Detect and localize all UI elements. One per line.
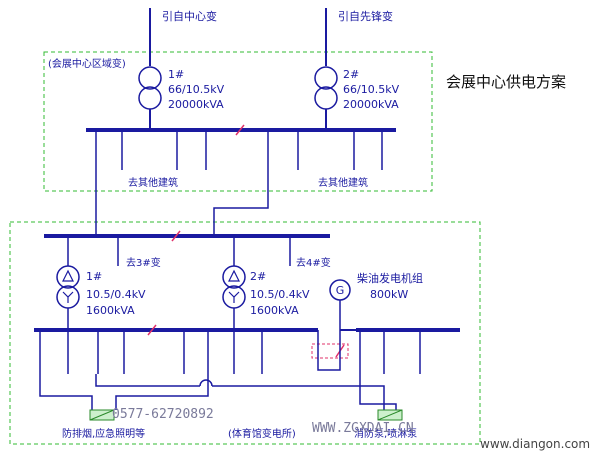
emergency-feed-3 bbox=[212, 385, 385, 410]
load-box-2 bbox=[377, 409, 403, 421]
upper-feeder-label-2: 去其他建筑 bbox=[318, 176, 368, 189]
lower-zone-box bbox=[9, 221, 481, 445]
lower-transformer-2 bbox=[222, 236, 246, 330]
upper-t2-id: 2# bbox=[343, 68, 359, 81]
line-crossover bbox=[199, 379, 213, 387]
lower-transformer-1 bbox=[56, 236, 80, 330]
upper-feeder-lines bbox=[121, 130, 383, 170]
upper-t2-ratio: 66/10.5kV bbox=[343, 83, 400, 96]
watermark-phone: 0577-62720892 bbox=[112, 407, 214, 422]
upper-transformer-1 bbox=[138, 66, 162, 130]
generator-letter: G bbox=[336, 284, 345, 297]
upper-feeder-label-1: 去其他建筑 bbox=[128, 176, 178, 189]
emergency-feed-1 bbox=[39, 330, 93, 410]
lower-t2-id: 2# bbox=[250, 270, 266, 283]
source-label-2: 引自先锋变 bbox=[338, 9, 393, 23]
lower-bus-tie-breaker bbox=[147, 324, 157, 336]
mid-feeder-label-1: 去3#变 bbox=[126, 256, 161, 269]
lower-t2-ratio: 10.5/0.4kV bbox=[250, 288, 310, 301]
upper-t1-id: 1# bbox=[168, 68, 184, 81]
watermark-url: www.diangon.com bbox=[480, 437, 590, 451]
emergency-feed-5 bbox=[359, 330, 397, 410]
generator-symbol: G bbox=[329, 279, 351, 330]
upper-zone-box bbox=[43, 51, 433, 192]
lower-t1-ratio: 10.5/0.4kV bbox=[86, 288, 146, 301]
generator-name: 柴油发电机组 bbox=[357, 271, 423, 285]
upper-bus-tie-breaker bbox=[235, 124, 245, 136]
upper-t1-capacity: 20000kVA bbox=[168, 98, 224, 111]
lower-t1-capacity: 1600kVA bbox=[86, 304, 135, 317]
lower-t2-capacity: 1600kVA bbox=[250, 304, 299, 317]
mid-bus-tie-breaker bbox=[171, 230, 181, 242]
diagram-title: 会展中心供电方案 bbox=[446, 73, 566, 91]
generator-capacity: 800kW bbox=[370, 288, 408, 301]
upper-transformer-2 bbox=[314, 66, 338, 130]
load-box-1 bbox=[89, 409, 115, 421]
emergency-feed-2 bbox=[95, 374, 200, 387]
load-label-3: 消防泵,喷淋泵 bbox=[354, 427, 417, 440]
lower-feeder-lines bbox=[67, 330, 421, 374]
load-label-1: 防排烟,应急照明等 bbox=[62, 427, 145, 440]
lower-t1-id: 1# bbox=[86, 270, 102, 283]
upper-t2-capacity: 20000kVA bbox=[343, 98, 399, 111]
upper-t1-ratio: 66/10.5kV bbox=[168, 83, 225, 96]
tie-line-2 bbox=[213, 130, 269, 236]
emergency-switch bbox=[311, 329, 356, 371]
load-label-2: (体育馆变电所) bbox=[228, 427, 296, 440]
mid-feeder-label-2: 去4#变 bbox=[296, 256, 331, 269]
source-label-1: 引自中心变 bbox=[162, 9, 217, 23]
emergency-feed-4 bbox=[115, 330, 209, 410]
watermark-site: WWW.ZGXDAI.CN bbox=[312, 421, 414, 436]
upper-zone-label: (会展中心区域变) bbox=[48, 57, 126, 70]
